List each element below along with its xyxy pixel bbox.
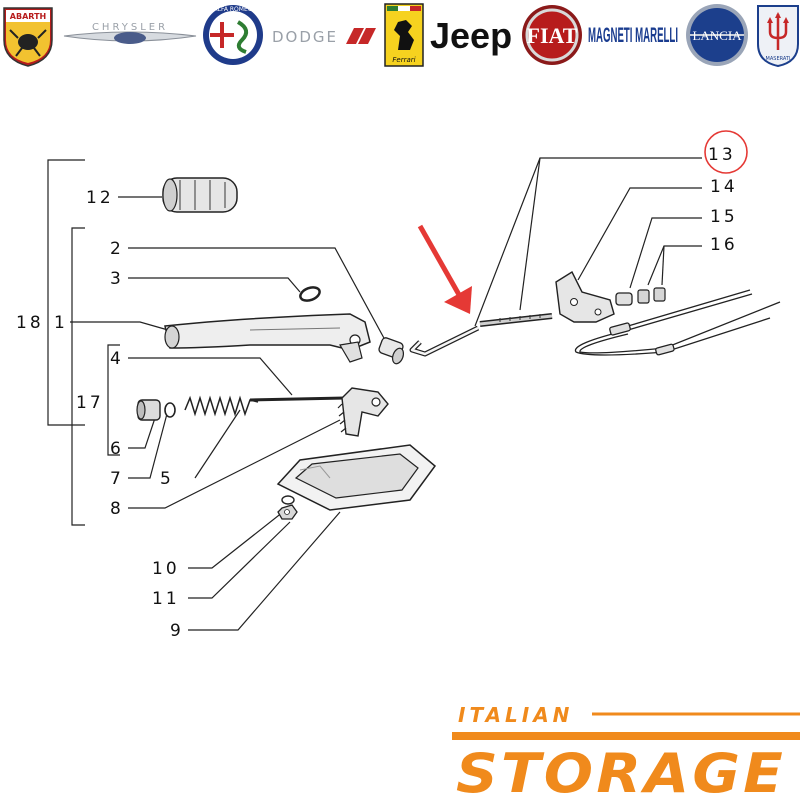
group-bracket-1 (71, 227, 85, 526)
part-13-threaded-rod (409, 313, 553, 357)
callout-16: 16 (710, 235, 738, 255)
callout-10: 10 (152, 559, 180, 579)
lancia-label: LANCIA (692, 28, 742, 43)
alfa-romeo-label: ALFA ROMEO (214, 6, 253, 13)
callout-15: 15 (710, 207, 738, 227)
callout-1: 1 (54, 313, 68, 333)
part-5-spring (184, 395, 259, 417)
chrysler-label: CHRYSLER (92, 22, 168, 33)
group-bracket-17 (107, 344, 120, 456)
ferrari-prancing-horse-icon: Ferrari (384, 3, 424, 67)
abarth-scorpion-shield-icon: ABARTH (3, 7, 53, 67)
part-3-clip-ring (299, 286, 321, 302)
rear-brake-cables (574, 289, 781, 356)
highlight-arrow (417, 224, 472, 314)
callout-4: 4 (110, 349, 124, 369)
part-14-equalizer-bracket (555, 270, 615, 323)
jeep-wordmark: Jeep (430, 15, 512, 56)
abarth-label: ABARTH (10, 12, 46, 21)
fiat-label: FIAT (527, 23, 578, 48)
callout-6: 6 (110, 439, 124, 459)
callout-5: 5 (160, 469, 174, 489)
fiat-badge-icon: FIAT (522, 5, 582, 65)
callout-12: 12 (86, 188, 114, 208)
part-15-sleeve (615, 292, 633, 306)
ferrari-label: Ferrari (392, 56, 415, 64)
part-2-pin (378, 337, 405, 365)
alfa-romeo-roundel-icon: ALFA ROMEO (203, 5, 263, 65)
brand-logos-svg: ABARTH CHRYSLER ALFA ROMEO DODGE (3, 3, 799, 68)
part-8-ratchet-sector (337, 387, 389, 437)
callout-18: 18 (16, 313, 44, 333)
part-16-nuts (637, 287, 666, 304)
callout-17: 17 (76, 393, 104, 413)
part-4-release-rod (249, 396, 346, 402)
dodge-stripes-icon: DODGE (272, 28, 376, 46)
callout-14: 14 (710, 177, 738, 197)
callout-3: 3 (110, 269, 124, 289)
italian-storage-logo: ITALIAN STORAGE (452, 703, 800, 800)
chrysler-wings-icon: CHRYSLER (63, 22, 197, 44)
part-11-nut (277, 504, 298, 520)
callout-8: 8 (110, 499, 124, 519)
logo-storage: STORAGE (456, 742, 786, 800)
part-6-release-button (136, 399, 161, 421)
logo-italian: ITALIAN (458, 703, 573, 727)
maserati-trident-icon: MASERATI (757, 5, 799, 68)
callout-labels: 12 2 3 18 1 4 17 6 7 5 8 10 11 9 13 14 1… (16, 145, 738, 641)
brand-logo-bar: ABARTH CHRYSLER ALFA ROMEO DODGE (0, 0, 800, 70)
callout-11: 11 (152, 589, 180, 609)
dodge-label: DODGE (272, 28, 338, 46)
magneti-marelli-label: MAGNETI MARELLI (588, 24, 678, 47)
group-bracket-18 (47, 159, 85, 426)
callout-7: 7 (110, 469, 124, 489)
callout-13: 13 (708, 145, 736, 165)
lancia-shield-icon: LANCIA (686, 4, 748, 66)
part-7-washer (164, 402, 176, 418)
magneti-marelli-wordmark: MAGNETI MARELLI (588, 24, 678, 47)
highlight-circle-13 (704, 130, 748, 174)
callout-9: 9 (170, 621, 184, 641)
part-12-handle-grip (162, 177, 238, 213)
part-10-washer (281, 495, 295, 505)
part-1-handbrake-lever (164, 313, 371, 363)
callout-2: 2 (110, 239, 124, 259)
maserati-label: MASERATI (766, 56, 791, 62)
part-9-boot-tray (276, 444, 437, 511)
leader-lines (70, 157, 702, 631)
